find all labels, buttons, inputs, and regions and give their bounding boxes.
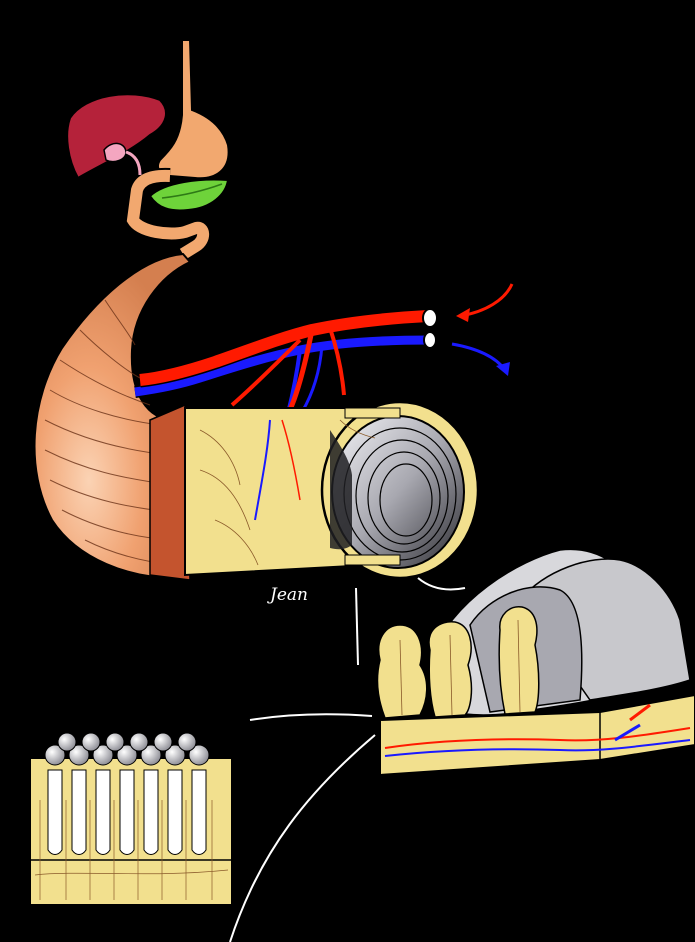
- pancreas: [148, 178, 230, 212]
- villi-block: [376, 548, 695, 777]
- artist-signature: Jean: [267, 585, 308, 605]
- microvilli: [44, 732, 210, 766]
- stomach: [124, 39, 230, 261]
- microvilli-block: [29, 732, 233, 906]
- venous-flow-arrow: [451, 342, 510, 376]
- liver: [66, 93, 167, 180]
- mesenteric-artery: [139, 308, 438, 471]
- gallbladder: [103, 142, 142, 176]
- small-intestine: [33, 252, 192, 581]
- villi: [429, 548, 691, 716]
- arterial-flow-arrow: [456, 283, 514, 322]
- intestine-cross-section: [184, 400, 480, 580]
- leader-lines: [229, 577, 466, 942]
